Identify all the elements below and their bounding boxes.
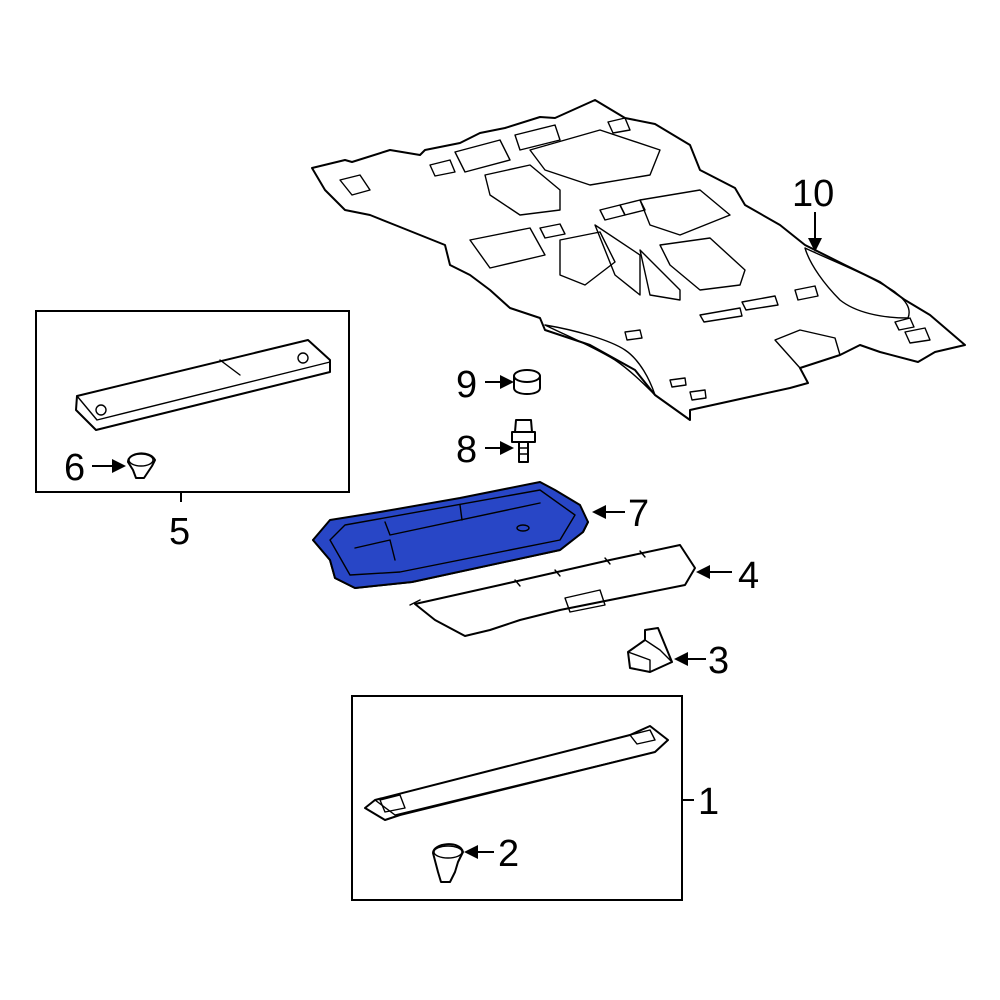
callout-6: 6 bbox=[64, 447, 85, 489]
callout-7: 7 bbox=[628, 493, 649, 535]
callout-9: 9 bbox=[456, 364, 477, 406]
callout-4: 4 bbox=[738, 555, 759, 597]
callout-2-leader bbox=[464, 845, 494, 859]
callout-6-leader bbox=[92, 459, 126, 473]
part-5-trim-panel[interactable] bbox=[75, 339, 331, 431]
part-1-rail[interactable] bbox=[364, 725, 669, 821]
part-10-floor-panel[interactable] bbox=[311, 99, 966, 421]
callout-3: 3 bbox=[708, 640, 729, 682]
callout-10: 10 bbox=[792, 173, 834, 215]
part-6-clip[interactable] bbox=[127, 452, 156, 479]
callout-10-leader bbox=[808, 212, 822, 252]
callout-8-leader bbox=[485, 441, 514, 455]
callout-9-leader bbox=[485, 375, 514, 389]
callout-1: 1 bbox=[698, 781, 719, 823]
callout-4-leader bbox=[696, 565, 732, 579]
callout-5: 5 bbox=[169, 511, 190, 553]
callout-7-leader bbox=[592, 505, 625, 519]
callout-3-leader bbox=[674, 652, 706, 666]
group-box-part-1 bbox=[351, 695, 694, 901]
part-7-storage-tray[interactable] bbox=[312, 481, 589, 589]
part-9-plug[interactable] bbox=[513, 369, 541, 395]
part-4-board[interactable] bbox=[409, 544, 696, 637]
part-3-bracket[interactable] bbox=[627, 627, 673, 673]
callout-2: 2 bbox=[498, 833, 519, 875]
part-2-clip[interactable] bbox=[432, 843, 464, 883]
part-8-bolt[interactable] bbox=[511, 419, 536, 463]
group-box-part-5 bbox=[35, 310, 350, 502]
callout-8: 8 bbox=[456, 429, 477, 471]
